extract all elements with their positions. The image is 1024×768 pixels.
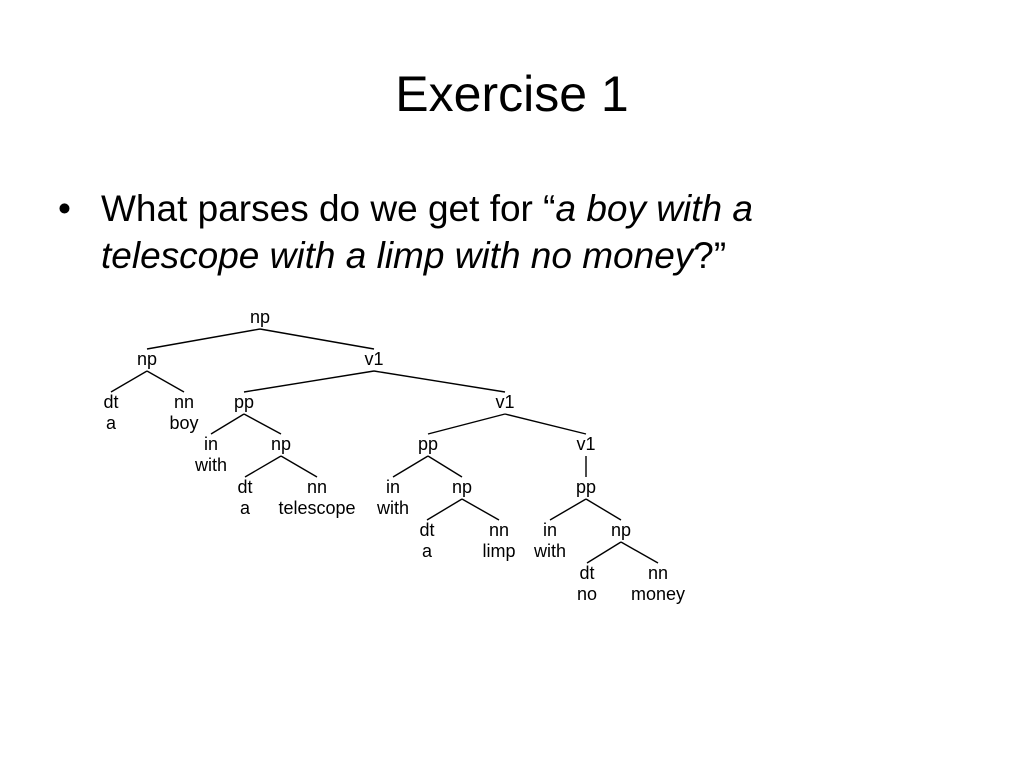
tree-node-label: dt (579, 563, 594, 583)
bullet-dot-icon: • (58, 188, 71, 229)
question-suffix: ?” (693, 235, 727, 276)
tree-edge (280, 455, 318, 478)
tree-word-label: limp (482, 541, 515, 561)
tree-node-label: nn (174, 392, 194, 412)
tree-node-label: nn (307, 477, 327, 497)
tree-node-label: nn (489, 520, 509, 540)
tree-edge (210, 413, 245, 435)
tree-node-label: in (543, 520, 557, 540)
tree-node-label: dt (237, 477, 252, 497)
tree-word-label: money (631, 584, 685, 604)
tree-node-label: dt (419, 520, 434, 540)
tree-edge (585, 498, 622, 521)
tree-edge (586, 541, 622, 564)
tree-node-label: dt (103, 392, 118, 412)
tree-word-label: a (240, 498, 251, 518)
tree-edge (243, 413, 282, 435)
tree-edge (110, 370, 148, 393)
tree-node-label: nn (648, 563, 668, 583)
tree-edge (243, 370, 375, 393)
tree-edge (259, 328, 375, 350)
tree-node-label: v1 (576, 434, 595, 454)
bullet-text: What parses do we get for “a boy with a t… (101, 185, 901, 279)
tree-node-label: np (271, 434, 291, 454)
tree-word-label: with (194, 455, 227, 475)
tree-node-label: np (452, 477, 472, 497)
tree-edge (427, 413, 506, 435)
tree-word-label: with (376, 498, 409, 518)
tree-edge (244, 455, 282, 478)
tree-edge (427, 455, 463, 478)
tree-word-label: with (533, 541, 566, 561)
tree-edge (373, 370, 506, 393)
tree-word-label: a (106, 413, 117, 433)
tree-edge (392, 455, 429, 478)
slide-title: Exercise 1 (395, 66, 629, 122)
tree-edge (620, 541, 659, 564)
question-prefix: What parses do we get for “ (101, 188, 556, 229)
tree-node-label: pp (576, 477, 596, 497)
tree-node-label: v1 (364, 349, 383, 369)
tree-node-label: pp (234, 392, 254, 412)
tree-edge (146, 328, 261, 350)
tree-node-label: in (386, 477, 400, 497)
tree-node-label: np (250, 307, 270, 327)
tree-edge (549, 498, 587, 521)
tree-node-label: np (611, 520, 631, 540)
tree-node-label: np (137, 349, 157, 369)
tree-word-label: no (577, 584, 597, 604)
tree-node-label: pp (418, 434, 438, 454)
tree-word-label: a (422, 541, 433, 561)
tree-node-label: in (204, 434, 218, 454)
tree-word-label: telescope (278, 498, 355, 518)
tree-edge (461, 498, 500, 521)
tree-edge (146, 370, 185, 393)
tree-node-label: v1 (495, 392, 514, 412)
tree-edge (426, 498, 463, 521)
quoted-phrase-part2: telescope with a limp with no money (101, 235, 694, 276)
tree-word-label: boy (169, 413, 198, 433)
quoted-phrase-part1: a boy with a (555, 188, 753, 229)
tree-edge (504, 413, 587, 435)
